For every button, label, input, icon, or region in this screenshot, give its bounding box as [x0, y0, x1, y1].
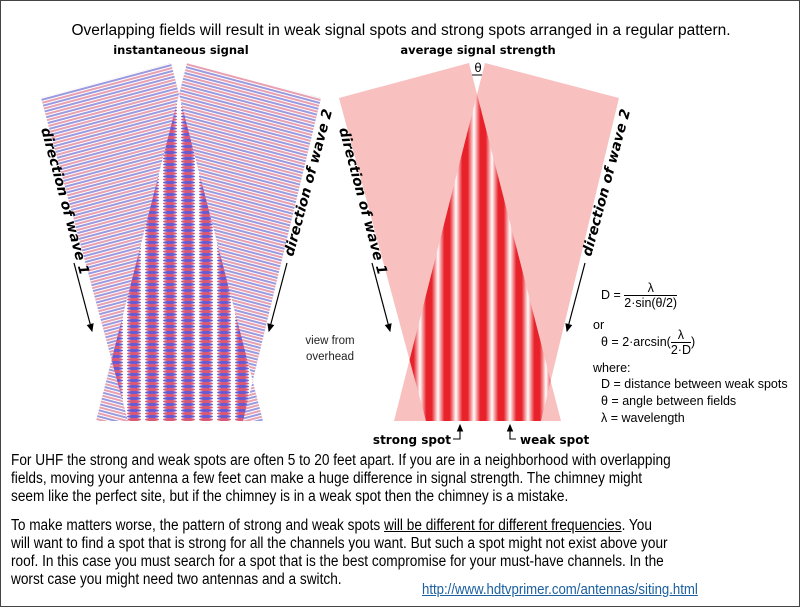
weak-spot-label: weak spot — [520, 433, 589, 447]
definition-distance: D = distance between weak spots — [601, 377, 788, 391]
denominator: 2·sin(θ/2) — [624, 296, 678, 310]
left-diagram-heading: instantaneous signal — [113, 43, 249, 57]
definition-wavelength: λ = wavelength — [601, 411, 685, 425]
or-label: or — [593, 318, 605, 332]
average-signal-diagram: average signal strength θ direction of w… — [335, 43, 634, 447]
instantaneous-signal-diagram: instantaneous signal direction of wave 1… — [37, 43, 336, 421]
strong-spot-arrow-icon — [453, 423, 464, 440]
strong-spot-label: strong spot — [373, 433, 451, 447]
definition-angle: θ = angle between fields — [601, 394, 737, 408]
formula-lhs: D = — [601, 287, 621, 302]
weak-spot-arrow-icon — [506, 423, 516, 440]
numerator: λ — [670, 328, 691, 343]
text-line: fields, moving your antenna a few feet c… — [11, 470, 643, 487]
underlined-emphasis: will be different for different frequenc… — [384, 517, 622, 534]
text-segment: . You — [621, 517, 652, 534]
text-line: For UHF the strong and weak spots are of… — [11, 452, 671, 469]
text-line: seem like the perfect site, but if the c… — [11, 488, 569, 505]
numerator: λ — [624, 281, 678, 296]
text-line: worst case you might need two antennas a… — [11, 571, 342, 588]
where-label: where: — [593, 361, 631, 375]
wave2-arrow-icon — [565, 262, 586, 333]
page-title: Overlapping fields will result in weak s… — [71, 22, 730, 39]
paragraph-uhf-spacing: For UHF the strong and weak spots are of… — [11, 452, 671, 506]
source-link[interactable]: http://www.hdtvprimer.com/antennas/sitin… — [422, 581, 698, 598]
text-line: roof. In this case you must search for a… — [11, 553, 664, 570]
text-segment: To make matters worse, the pattern of st… — [11, 517, 385, 534]
view-note-line1: view from — [305, 335, 354, 347]
text-line: will want to find a spot that is strong … — [11, 535, 668, 552]
denominator: 2·D — [670, 343, 691, 357]
view-note-line2: overhead — [306, 351, 354, 363]
wave1-arrow-icon — [371, 262, 392, 333]
text-line: To make matters worse, the pattern of st… — [11, 517, 668, 535]
wave1-arrow-icon — [73, 262, 94, 333]
close-paren: ) — [690, 334, 696, 349]
angle-symbol: θ — [474, 61, 481, 75]
formula-lhs: θ = 2·arcsin( — [601, 334, 671, 349]
right-diagram-heading: average signal strength — [400, 43, 555, 57]
wave2-arrow-icon — [267, 262, 288, 333]
paragraph-frequencies: To make matters worse, the pattern of st… — [11, 517, 668, 589]
